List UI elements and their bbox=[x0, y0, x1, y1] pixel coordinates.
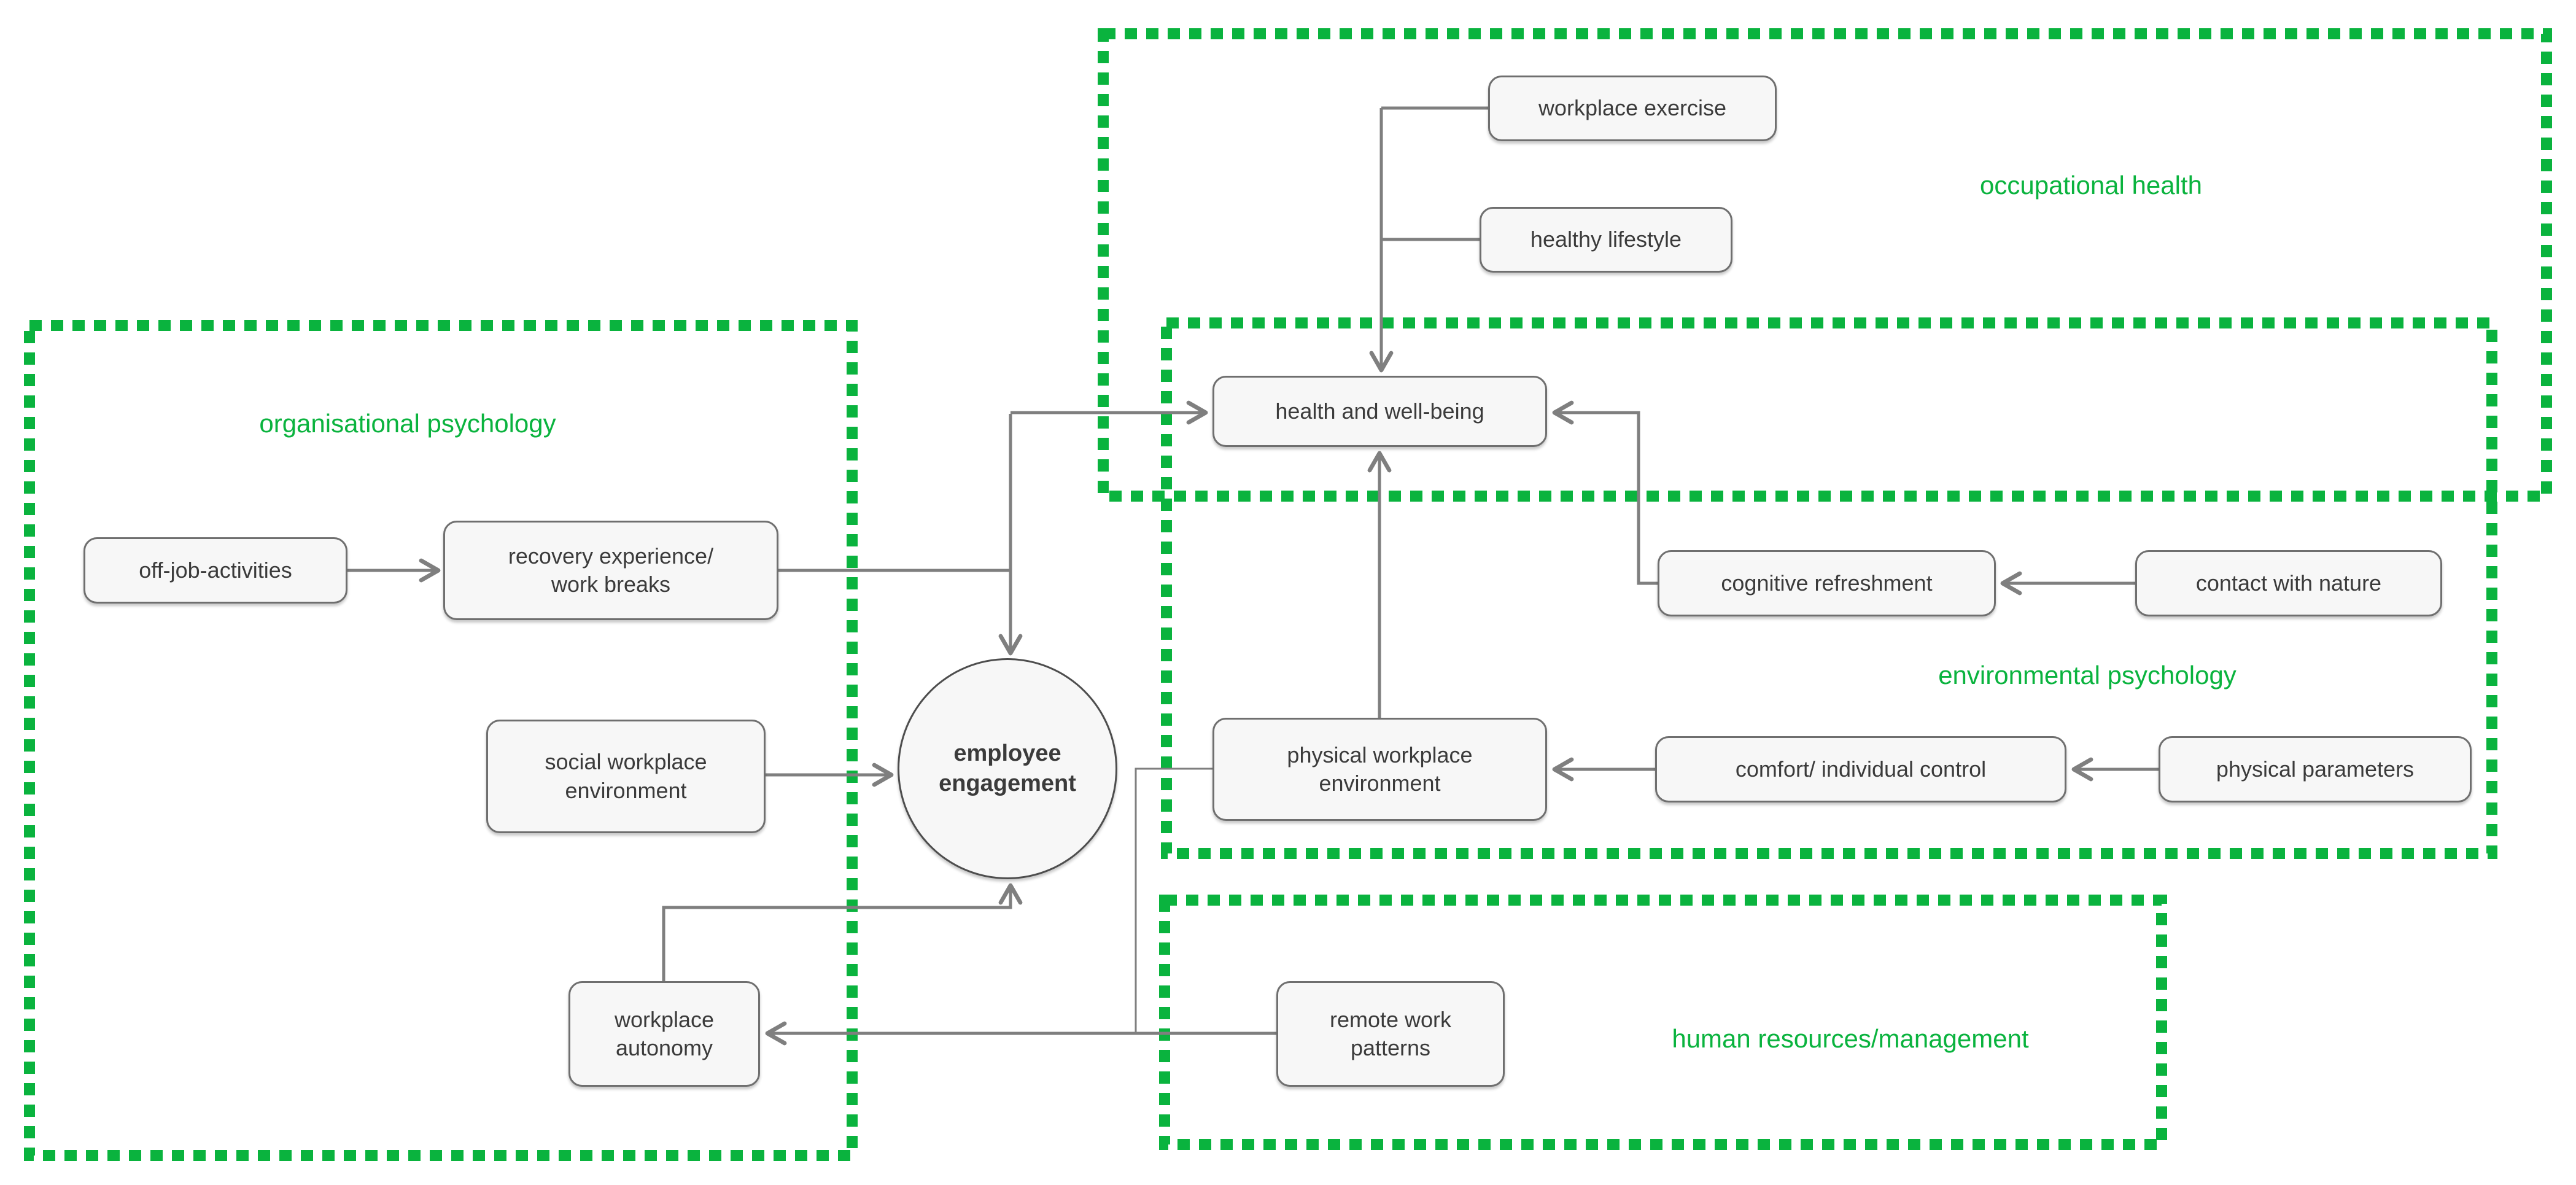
node-comfort-individual-control: comfort/ individual control bbox=[1655, 736, 2066, 802]
edge-autonomy-to-engagement bbox=[662, 883, 1023, 981]
node-recovery-experience-work-breaks: recovery experience/ work breaks bbox=[443, 521, 778, 620]
node-label-physical-workplace-environment: physical workplace environment bbox=[1287, 742, 1473, 796]
node-cognitive-refreshment: cognitive refreshment bbox=[1658, 550, 1996, 616]
edge-cognitive-to-health bbox=[1552, 400, 1658, 585]
node-label-workplace-exercise: workplace exercise bbox=[1538, 95, 1727, 121]
node-label-health-and-well-being: health and well-being bbox=[1275, 398, 1484, 424]
node-label-workplace-autonomy: workplace autonomy bbox=[614, 1006, 715, 1060]
node-employee-engagement: employee engagement bbox=[898, 658, 1117, 879]
region-label-occupational-health: occupational health bbox=[1980, 171, 2202, 200]
region-environmental-psychology-border bbox=[1161, 317, 2497, 859]
node-label-recovery-experience-work-breaks: recovery experience/ work breaks bbox=[508, 543, 714, 597]
node-label-comfort-individual-control: comfort/ individual control bbox=[1735, 756, 1987, 782]
region-label-organisational-psychology: organisational psychology bbox=[259, 409, 556, 438]
node-label-cognitive-refreshment: cognitive refreshment bbox=[1721, 570, 1933, 596]
node-label-social-workplace-environment: social workplace environment bbox=[545, 749, 707, 803]
node-label-remote-work-patterns: remote work patterns bbox=[1329, 1006, 1452, 1060]
region-human-resources-management-border bbox=[1159, 895, 2167, 1150]
node-workplace-autonomy: workplace autonomy bbox=[568, 981, 760, 1087]
node-off-job-activities: off-job-activities bbox=[83, 537, 347, 604]
node-physical-workplace-environment: physical workplace environment bbox=[1212, 718, 1547, 821]
node-label-physical-parameters: physical parameters bbox=[2216, 756, 2415, 782]
node-social-workplace-environment: social workplace environment bbox=[486, 720, 766, 833]
region-label-environmental-psychology: environmental psychology bbox=[1938, 661, 2237, 690]
edge-physical-down-join bbox=[1135, 767, 1212, 1032]
node-label-contact-with-nature: contact with nature bbox=[2195, 570, 2382, 596]
node-workplace-exercise: workplace exercise bbox=[1488, 76, 1777, 141]
node-healthy-lifestyle: healthy lifestyle bbox=[1480, 207, 1732, 273]
node-remote-work-patterns: remote work patterns bbox=[1276, 981, 1505, 1087]
node-label-healthy-lifestyle: healthy lifestyle bbox=[1530, 227, 1682, 252]
node-label-off-job-activities: off-job-activities bbox=[139, 557, 292, 583]
region-label-human-resources-management: human resources/management bbox=[1672, 1024, 2029, 1053]
node-contact-with-nature: contact with nature bbox=[2135, 550, 2442, 616]
node-physical-parameters: physical parameters bbox=[2159, 736, 2472, 802]
node-health-and-well-being: health and well-being bbox=[1212, 376, 1547, 447]
region-occupational-health-border bbox=[1098, 28, 2552, 502]
node-label-employee-engagement: employee engagement bbox=[939, 740, 1076, 796]
region-organisational-psychology-border bbox=[24, 320, 858, 1161]
